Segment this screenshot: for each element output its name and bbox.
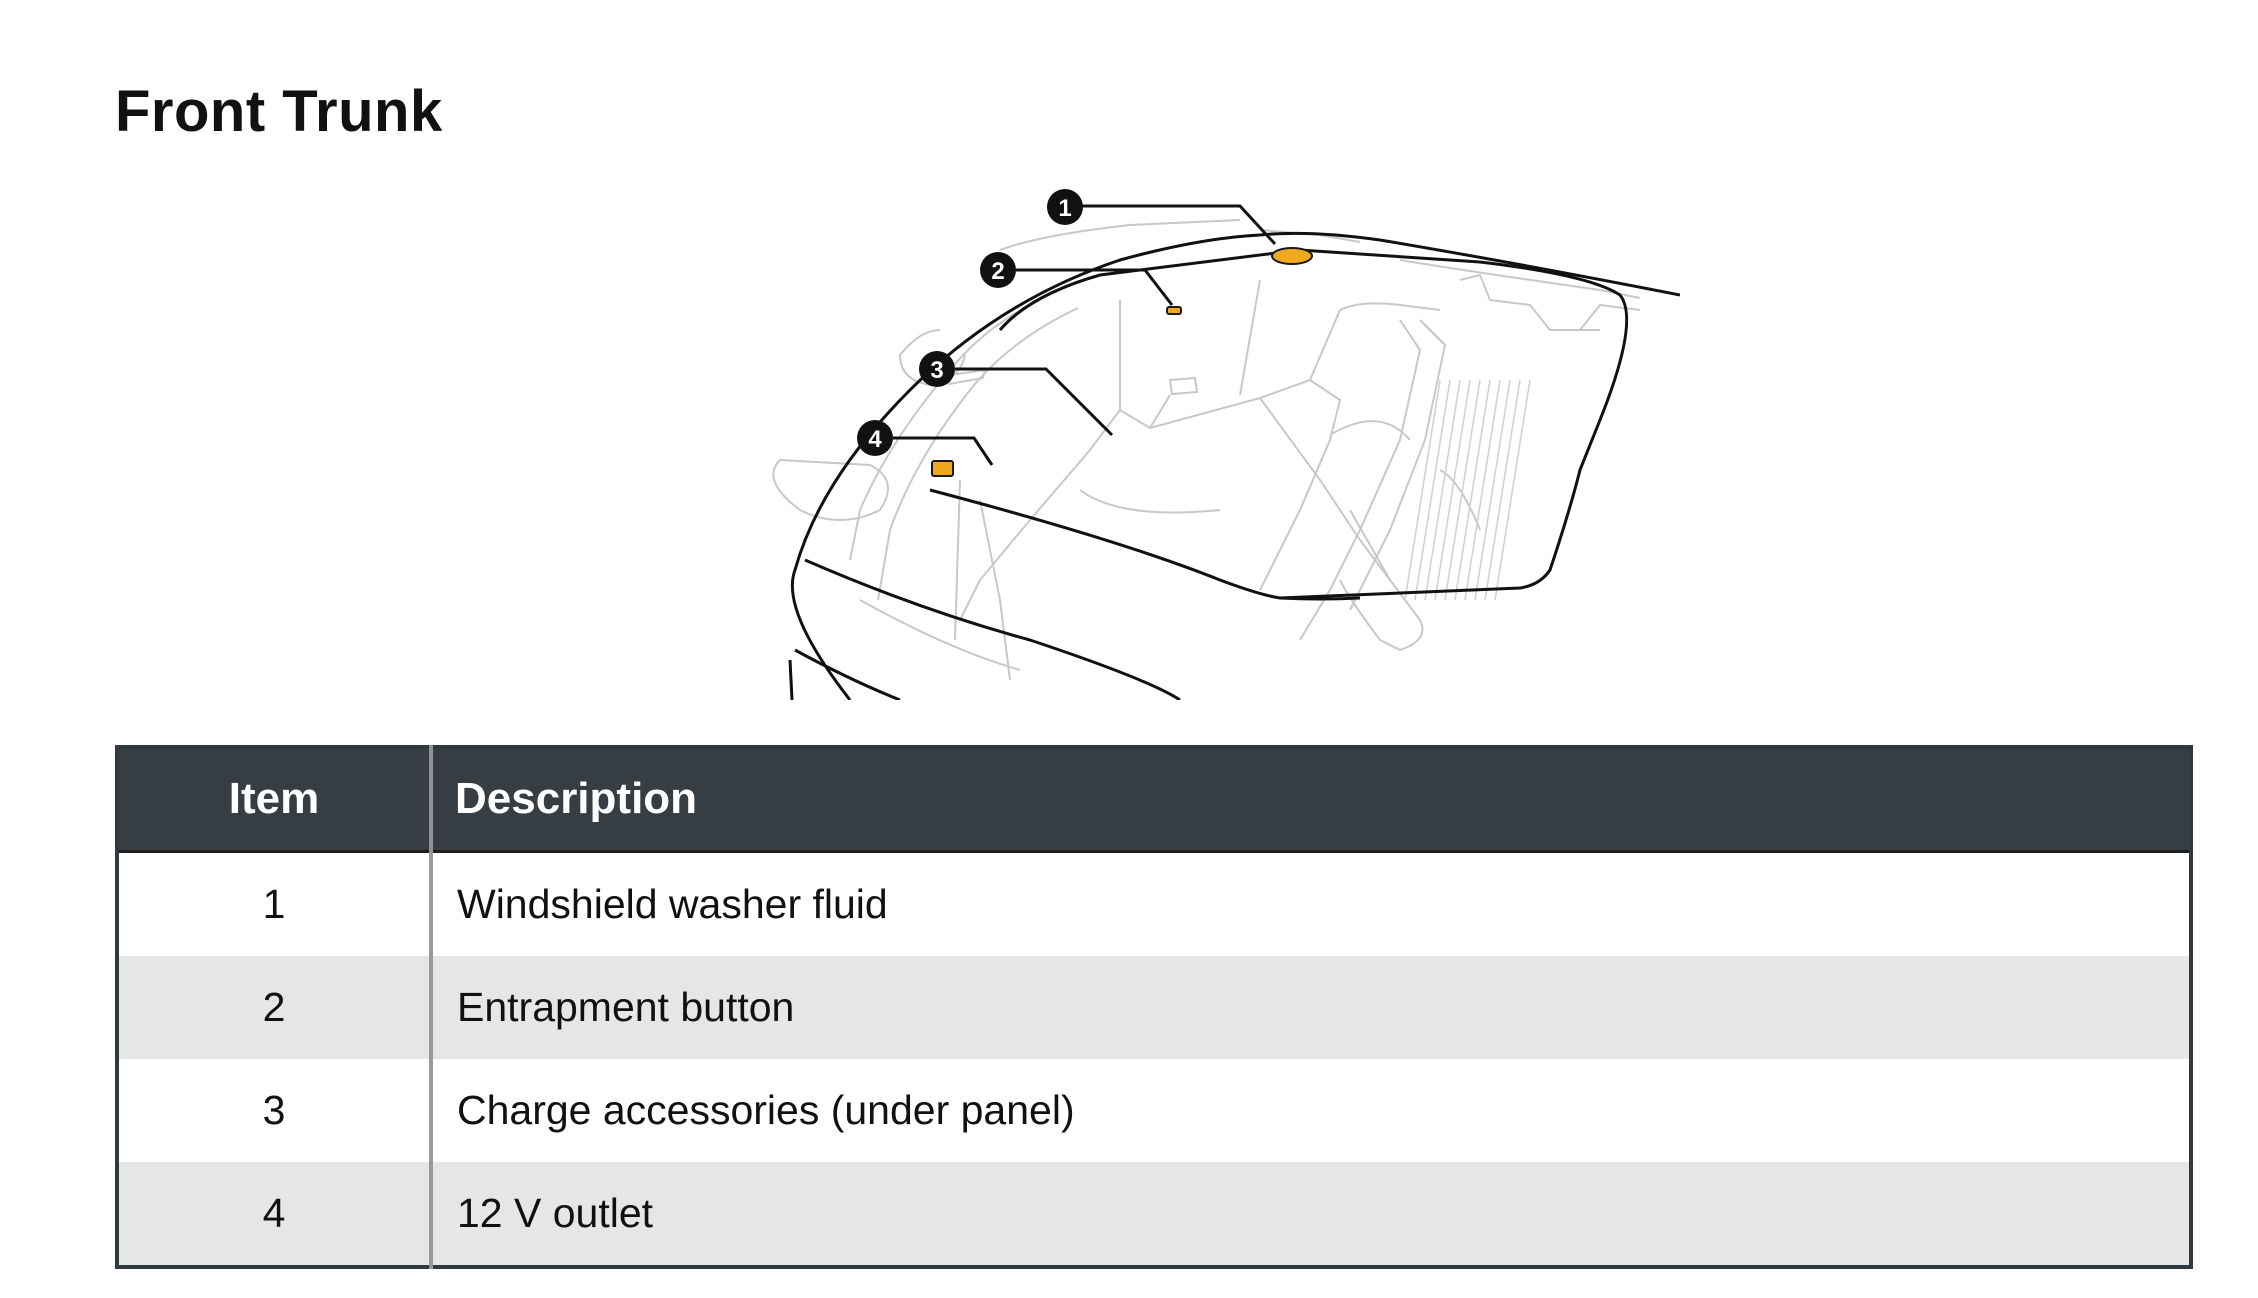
item-number: 2	[117, 955, 433, 1059]
item-number: 3	[117, 1058, 433, 1162]
vehicle-outline	[788, 231, 1680, 700]
svg-text:2: 2	[991, 258, 1004, 285]
table-header-row: Item Description	[117, 747, 2191, 851]
header-item: Item	[117, 747, 433, 851]
item-description: Charge accessories (under panel)	[457, 1086, 1075, 1133]
callout-4: 4	[857, 420, 893, 456]
item-description: 12 V outlet	[457, 1189, 654, 1236]
item-number: 1	[117, 849, 433, 956]
trunk-interior-lines	[772, 219, 1641, 681]
table-row: 1 Windshield washer fluid	[117, 849, 2191, 956]
table-row: 4 12 V outlet	[117, 1161, 2191, 1267]
item-description: Windshield washer fluid	[431, 849, 2191, 956]
svg-text:3: 3	[930, 357, 943, 384]
page-title: Front Trunk	[115, 79, 443, 144]
callout-2: 2	[980, 252, 1016, 288]
table-row: 3 Charge accessories (under panel)	[117, 1058, 2191, 1162]
svg-text:4: 4	[868, 426, 882, 453]
cowl-vent-hatching	[1404, 379, 1531, 601]
items-table: Item Description 1 Windshield washer flu…	[115, 745, 2193, 1269]
callout-3: 3	[919, 351, 955, 387]
table-row: 2 Entrapment button	[117, 955, 2191, 1059]
front-trunk-diagram: 1 2 3 4	[700, 180, 1680, 700]
callout-1: 1	[1047, 189, 1083, 225]
outlet-12v	[931, 460, 954, 477]
svg-text:1: 1	[1058, 195, 1071, 222]
header-description: Description	[455, 774, 698, 824]
highlighted-components	[931, 247, 1313, 477]
washer-fluid-cap	[1271, 247, 1313, 265]
item-description: Entrapment button	[457, 983, 795, 1030]
callout-leaders	[893, 204, 1277, 466]
item-number: 4	[117, 1161, 433, 1267]
entrapment-button	[1166, 306, 1182, 315]
